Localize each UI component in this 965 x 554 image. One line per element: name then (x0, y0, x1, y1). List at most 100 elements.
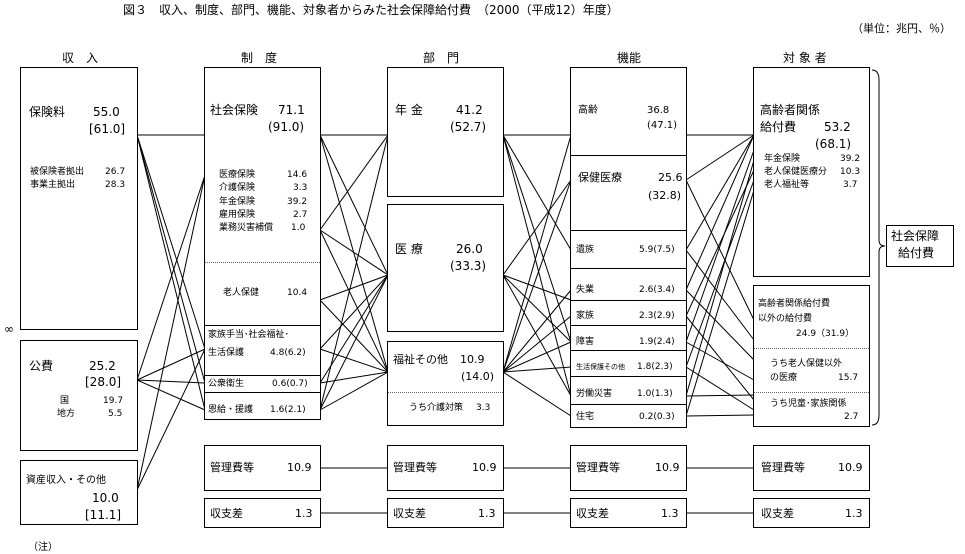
elderly-health-label: 老人保健 (223, 288, 260, 298)
elderly-medical-label: 老人保健医療分 (764, 167, 828, 177)
system-admin-label: 管理費等 (210, 461, 254, 474)
column-header-target: 対 象 者 (783, 51, 827, 65)
employment-insurance-label: 雇用保険 (219, 210, 256, 220)
welfare-sector-pct: (14.0) (461, 370, 495, 383)
unit-label: （単位：兆円、％） (852, 22, 951, 35)
elderly-welfare-value: 3.7 (843, 180, 858, 190)
medical-sector-box (387, 204, 504, 332)
sector-balance-box (387, 498, 504, 528)
other-benefits-label1: 高齢者関係給付費 (758, 299, 831, 309)
family-function-label: 家族 (576, 311, 595, 321)
pension-sector-box (387, 67, 504, 197)
family-divider (205, 375, 320, 376)
other-benefits-value: 24.9（31.9） (796, 329, 855, 339)
injury-value: 1.0(1.3) (637, 389, 673, 399)
social-insurance-label: 社会保険 (210, 103, 259, 117)
function-admin-value: 10.9 (655, 461, 680, 474)
system-balance-value: 1.3 (295, 507, 313, 520)
unemployment-value: 2.6(3.4) (639, 285, 675, 295)
public-pct: [28.0] (85, 375, 122, 389)
other-benefits-box (753, 285, 870, 427)
child-family-value: 2.7 (844, 412, 859, 422)
premiums-pct: [61.0] (89, 122, 126, 136)
sector-admin-value: 10.9 (472, 461, 497, 474)
unemployment-label: 失業 (576, 285, 595, 295)
pension-sector-label: 年 金 (395, 103, 423, 117)
pension-sector-value: 41.2 (456, 103, 483, 117)
other-benefits-label2: 以外の給付費 (758, 314, 813, 324)
elderly-welfare-label: 老人福祉等 (764, 180, 810, 190)
function-divider-4 (571, 300, 686, 301)
column-header-sector: 部 門 (423, 51, 460, 65)
target-balance-value: 1.3 (845, 507, 863, 520)
elderly-pension-value: 39.2 (840, 154, 861, 164)
non-elderly-medical-label2: の医療 (770, 373, 798, 383)
pension-sector-pct: (52.7) (450, 120, 487, 134)
infinity-mark: ∞ (4, 322, 14, 336)
health-function-value: 25.6 (658, 171, 683, 184)
assets-label: 資産収入・その他 (26, 475, 106, 486)
care-measures-label: うち介護対策 (409, 403, 464, 413)
total-benefits-box (886, 225, 954, 267)
elderly-health-value: 10.4 (287, 288, 308, 298)
non-elderly-medical-value: 15.7 (838, 373, 859, 383)
function-divider-1 (571, 155, 686, 156)
pension-aid-value: 1.6(2.1) (270, 405, 306, 415)
assets-pct: [11.1] (85, 508, 122, 522)
sector-admin-label: 管理費等 (393, 461, 437, 474)
public-health-value: 0.6(0.7) (272, 379, 308, 389)
work-injury-value: 1.0 (291, 223, 306, 233)
column-header-system: 制 度 (241, 51, 278, 65)
family-welfare-label2: 生活保護 (208, 348, 245, 358)
diagram-title: 図３ 収入、制度、部門、機能、対象者からみた社会保障給付費 （2000（平成12… (123, 3, 619, 17)
income-public-box (20, 340, 138, 451)
welfare-divider (388, 392, 503, 393)
target-admin-box (753, 445, 870, 491)
insured-contrib-value: 26.7 (105, 167, 126, 177)
pension-insurance-value: 39.2 (287, 197, 308, 207)
family-function-value: 2.3(2.9) (639, 311, 675, 321)
social-insurance-divider (205, 262, 320, 263)
employer-contrib-label: 事業主拠出 (30, 180, 76, 190)
function-balance-value: 1.3 (661, 507, 679, 520)
premiums-value: 55.0 (93, 105, 120, 119)
welfare-sector-box (387, 341, 504, 426)
elderly-function-pct: (47.1) (647, 120, 678, 131)
target-admin-label: 管理費等 (761, 461, 805, 474)
public-health-label: 公衆衛生 (208, 379, 245, 389)
local-label: 地方 (57, 409, 76, 419)
livelihood-label: 生活保護その他 (576, 363, 625, 371)
injury-label: 労働災害 (576, 389, 613, 399)
function-balance-label: 収支差 (576, 507, 609, 520)
function-divider-3 (571, 268, 686, 269)
public-value: 25.2 (89, 359, 116, 373)
local-value: 5.5 (108, 409, 123, 419)
welfare-sector-value: 10.9 (460, 353, 485, 366)
elderly-benefits-value: 53.2 (824, 120, 851, 134)
public-label: 公費 (29, 359, 54, 373)
care-insurance-label: 介護保険 (219, 183, 256, 193)
sector-balance-label: 収支差 (393, 507, 426, 520)
target-admin-value: 10.9 (838, 461, 863, 474)
function-balance-box (570, 498, 687, 528)
elderly-benefits-pct: (68.1) (815, 137, 852, 151)
survivors-value: 5.9(7.5) (639, 245, 675, 255)
medical-sector-pct: (33.3) (450, 259, 487, 273)
national-value: 19.7 (103, 396, 124, 406)
elderly-pension-label: 年金保険 (764, 154, 801, 164)
function-box (570, 67, 687, 428)
elderly-function-label: 高齢 (578, 105, 598, 116)
system-admin-value: 10.9 (287, 461, 312, 474)
function-divider-2 (571, 230, 686, 231)
target-balance-label: 収支差 (761, 507, 794, 520)
care-insurance-value: 3.3 (293, 183, 308, 193)
non-elderly-medical-label1: うち老人保健以外 (770, 359, 843, 369)
system-admin-box (204, 445, 321, 491)
work-injury-label: 業務災害補償 (219, 223, 274, 233)
function-divider-6 (571, 350, 686, 351)
sector-admin-box (387, 445, 504, 491)
assets-value: 10.0 (92, 491, 119, 505)
sector-balance-value: 1.3 (478, 507, 496, 520)
social-insurance-pct: (91.0) (268, 120, 305, 134)
